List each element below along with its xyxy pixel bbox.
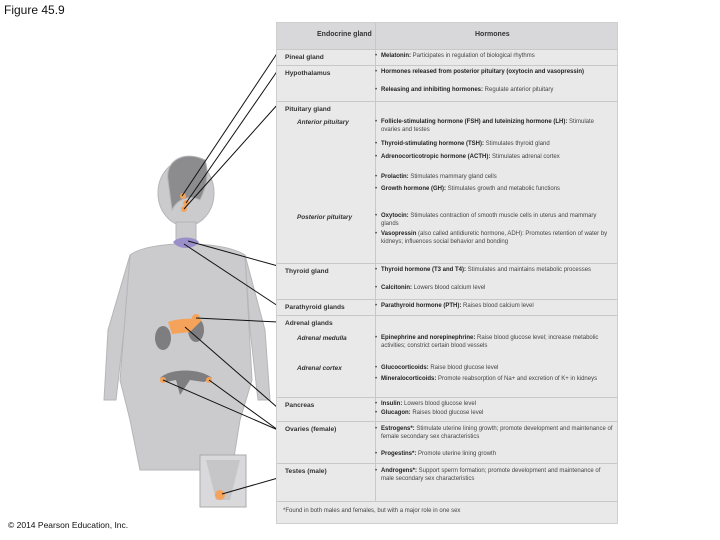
subgland-adrenal-cortex: Adrenal cortex (297, 365, 342, 372)
gland-ovaries: Ovaries (female) (285, 426, 336, 434)
gland-pineal: Pineal gland (285, 54, 324, 62)
hormone-androgens: •Androgens*: Support sperm formation; pr… (381, 468, 613, 483)
subgland-anterior-pituitary: Anterior pituitary (297, 119, 349, 126)
hormone-releasing-inhibiting: •Releasing and inhibiting hormones: Regu… (381, 87, 613, 95)
row-divider (277, 397, 617, 398)
left-kidney (155, 326, 171, 350)
row-divider (277, 315, 617, 316)
table-header: Endocrine gland Hormones (277, 23, 617, 49)
row-divider (277, 65, 617, 66)
copyright-notice: © 2014 Pearson Education, Inc. (8, 520, 128, 530)
row-divider (277, 299, 617, 300)
hormone-vasopressin: •Vasopressin (also called antidiuretic h… (381, 231, 613, 246)
gland-adrenal: Adrenal glands (285, 320, 333, 328)
subgland-adrenal-medulla: Adrenal medulla (297, 335, 347, 342)
hormone-thyroid: •Thyroid hormone (T3 and T4): Stimulates… (381, 267, 613, 275)
endocrine-table: Endocrine gland Hormones Pineal gland Hy… (276, 22, 618, 524)
hormone-glucagon: •Glucagon: Raises blood glucose level (381, 410, 613, 418)
row-divider (277, 49, 617, 50)
hormone-prolactin: •Prolactin: Stimulates mammary gland cel… (381, 174, 613, 182)
hormone-melatonin: •Melatonin: Participates in regulation o… (381, 53, 613, 61)
hormone-glucocorticoids: •Glucocorticoids: Raise blood glucose le… (381, 365, 613, 373)
hormone-pth: •Parathyroid hormone (PTH): Raises blood… (381, 303, 613, 311)
gland-parathyroid: Parathyroid glands (285, 304, 345, 312)
gland-pituitary: Pituitary gland (285, 106, 331, 114)
row-divider (277, 101, 617, 102)
hormone-mineralocorticoids: •Mineralocorticoids: Promote reabsorptio… (381, 376, 613, 384)
hormone-tsh: •Thyroid-stimulating hormone (TSH): Stim… (381, 141, 613, 149)
gland-testes: Testes (male) (285, 468, 327, 476)
row-divider (277, 501, 617, 502)
hormone-insulin: •Insulin: Lowers blood glucose level (381, 401, 613, 409)
table-footnote: *Found in both males and females, but wi… (283, 508, 460, 514)
gland-hypothalamus: Hypothalamus (285, 70, 330, 78)
hormone-growth: •Growth hormone (GH): Stimulates growth … (381, 186, 613, 194)
header-gland: Endocrine gland (317, 31, 372, 38)
hormone-estrogens: •Estrogens*: Stimulate uterine lining gr… (381, 426, 613, 441)
torso (120, 244, 252, 470)
row-divider (277, 263, 617, 264)
hormone-acth: •Adrenocorticotropic hormone (ACTH): Sti… (381, 154, 613, 162)
subgland-posterior-pituitary: Posterior pituitary (297, 214, 352, 221)
gland-pancreas: Pancreas (285, 402, 314, 410)
hormone-oxytocin: •Oxytocin: Stimulates contraction of smo… (381, 213, 613, 228)
hormone-progestins: •Progestins*: Promote uterine lining gro… (381, 451, 613, 459)
header-hormones: Hormones (475, 31, 510, 38)
gland-thyroid: Thyroid gland (285, 268, 329, 276)
row-divider (277, 421, 617, 422)
testes (215, 490, 225, 500)
hormone-posterior-release: •Hormones released from posterior pituit… (381, 69, 613, 77)
hormone-fsh-lh: •Follicle-stimulating hormone (FSH) and … (381, 119, 613, 134)
hormone-epinephrine: •Epinephrine and norepinephrine: Raise b… (381, 335, 613, 350)
hormone-calcitonin: •Calcitonin: Lowers blood calcium level (381, 285, 613, 293)
row-divider (277, 463, 617, 464)
